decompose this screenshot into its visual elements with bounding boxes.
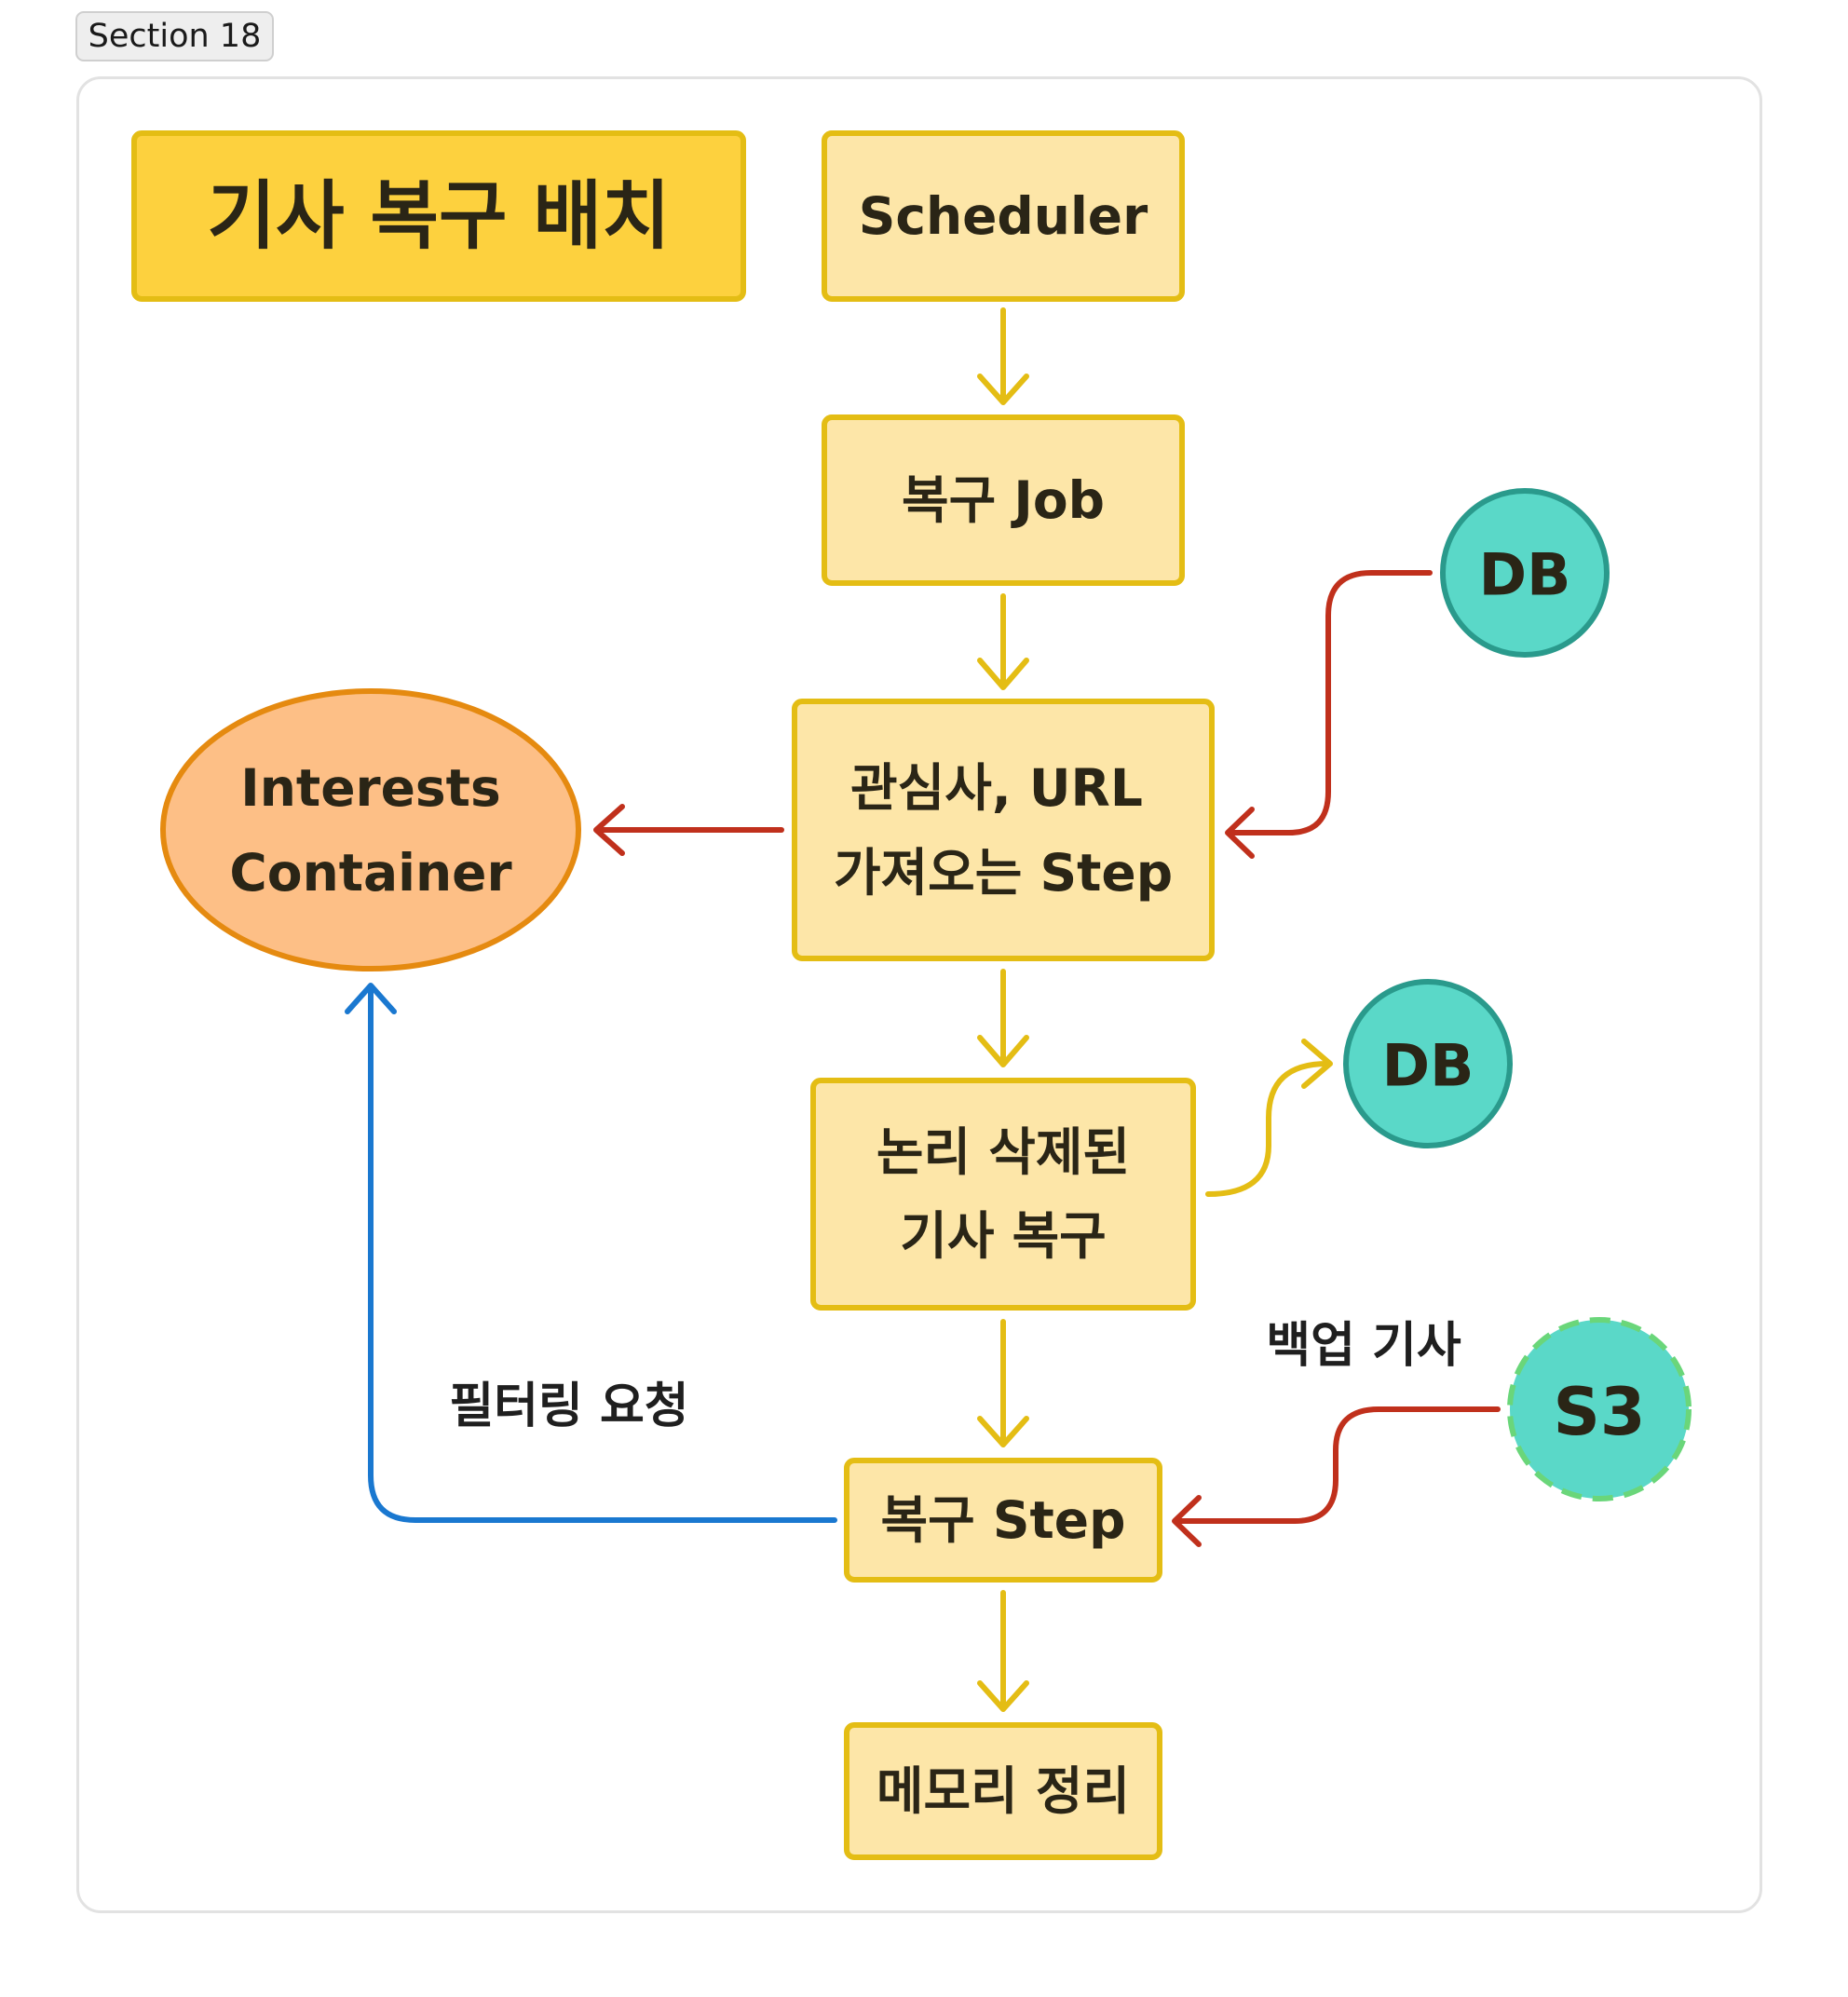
interests-label-line2: Container [229, 843, 511, 903]
interests-label-line1: Interests [240, 758, 500, 818]
arrow-logical-restore-to-restore-step [977, 1319, 1029, 1447]
logical-restore-label-line2: 기사 복구 [900, 1206, 1107, 1266]
arrow-db-to-fetch-step [1225, 570, 1433, 859]
fetch-interests-step-node[interactable]: 관심사, URL 가져오는 Step [792, 699, 1215, 961]
arrow-restore-step-to-memory-cleanup [977, 1590, 1029, 1712]
arrow-logical-restore-to-db [1205, 1039, 1333, 1197]
section-frame [76, 76, 1762, 1913]
fetch-step-label-line2: 가져오는 Step [834, 843, 1173, 903]
backup-articles-label: 백업 기사 [1266, 1318, 1461, 1374]
scheduler-node[interactable]: Scheduler [822, 130, 1185, 302]
s3-label: S3 [1553, 1374, 1645, 1450]
memory-cleanup-label: 메모리 정리 [876, 1761, 1130, 1821]
logical-restore-label-line1: 논리 삭제된 [876, 1122, 1130, 1182]
arrow-restore-step-to-interests [345, 983, 837, 1523]
fetch-step-label-line1: 관심사, URL [850, 758, 1143, 818]
filter-request-label: 필터링 요청 [449, 1379, 688, 1434]
interests-container-node[interactable]: Interests Container [160, 688, 581, 971]
arrow-s3-to-restore-step [1172, 1406, 1501, 1547]
s3-node[interactable]: S3 [1507, 1317, 1692, 1501]
restore-job-label: 복구 Job [902, 470, 1105, 530]
restore-step-label: 복구 Step [881, 1490, 1126, 1550]
arrow-scheduler-to-job [977, 307, 1029, 405]
diagram-title: 기사 복구 배치 [207, 173, 670, 260]
db-mid-node[interactable]: DB [1343, 979, 1513, 1148]
restore-step-node[interactable]: 복구 Step [844, 1458, 1162, 1583]
scheduler-label: Scheduler [859, 186, 1148, 246]
db-top-label: DB [1479, 541, 1571, 609]
section-tab[interactable]: Section 18 [75, 11, 274, 61]
restore-job-node[interactable]: 복구 Job [822, 414, 1185, 586]
logical-restore-node[interactable]: 논리 삭제된 기사 복구 [810, 1078, 1196, 1311]
arrow-job-to-fetch-step [977, 593, 1029, 690]
memory-cleanup-node[interactable]: 메모리 정리 [844, 1722, 1162, 1860]
arrow-fetch-to-logical-restore [977, 969, 1029, 1067]
db-mid-label: DB [1382, 1032, 1474, 1100]
arrow-fetch-to-interests [593, 804, 784, 856]
db-top-node[interactable]: DB [1440, 488, 1610, 658]
title-box: 기사 복구 배치 [131, 130, 746, 302]
